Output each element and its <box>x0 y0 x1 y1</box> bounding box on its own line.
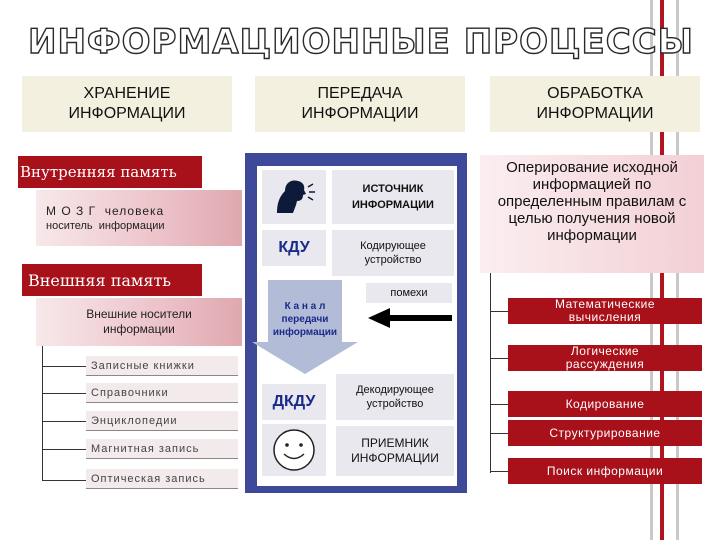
tree-branch <box>42 421 86 422</box>
storage-item: Энциклопедии <box>86 411 238 431</box>
page-title: ИНФОРМАЦИОННЫЕ ПРОЦЕССЫ <box>27 21 694 62</box>
tree-branch <box>490 311 508 312</box>
brain-label: М О З Г человека <box>46 204 165 218</box>
tree-branch <box>490 358 508 359</box>
processing-item: Математические вычисления <box>508 298 702 324</box>
external-carriers-box: Внешние носители информации <box>36 298 242 346</box>
tree-branch <box>42 449 86 450</box>
internal-memory-box: Внутренняя память <box>18 156 202 188</box>
storage-item: Оптическая запись <box>86 469 238 489</box>
smiley-icon <box>273 429 315 471</box>
encoder-box: Кодирующее устройство <box>332 230 454 276</box>
tree-branch <box>42 393 86 394</box>
processing-item: Структурирование <box>508 420 702 446</box>
decoder-box: Декодирующее устройство <box>336 374 454 420</box>
receiver-face-icon <box>262 424 326 476</box>
processing-item: Поиск информации <box>508 458 702 484</box>
receiver-box: ПРИЕМНИК ИНФОРМАЦИИ <box>336 426 454 476</box>
processing-item: Кодирование <box>508 391 702 417</box>
processing-item: Логические рассуждения <box>508 345 702 371</box>
noise-label: помехи <box>366 283 452 303</box>
processing-definition: Оперирование исходной информацией по опр… <box>480 155 704 273</box>
column-header-storage: ХРАНЕНИЕ ИНФОРМАЦИИ <box>22 76 232 132</box>
brain-box: М О З Г человека носитель информации <box>36 190 242 246</box>
tree-line <box>42 346 43 481</box>
speaker-icon <box>262 170 326 224</box>
kdu-box: КДУ <box>262 230 326 266</box>
dkdu-box: ДКДУ <box>262 384 326 420</box>
storage-item: Магнитная запись <box>86 439 238 459</box>
tree-branch <box>490 471 508 472</box>
speaker-head-icon <box>277 180 315 213</box>
tree-branch <box>490 433 508 434</box>
channel-label: К а н а л передачи информации <box>272 301 338 338</box>
storage-item: Записные книжки <box>86 356 238 376</box>
brain-caption: носитель информации <box>46 220 165 232</box>
source-box: ИСТОЧНИК ИНФОРМАЦИИ <box>332 170 454 224</box>
tree-line <box>490 273 491 473</box>
tree-branch <box>42 480 86 481</box>
tree-branch <box>490 404 508 405</box>
storage-item: Справочники <box>86 383 238 403</box>
channel-arrow-icon <box>252 280 358 374</box>
column-header-transfer: ПЕРЕДАЧА ИНФОРМАЦИИ <box>255 76 465 132</box>
noise-arrow-icon <box>368 308 452 328</box>
external-memory-box: Внешняя память <box>22 264 202 296</box>
column-header-processing: ОБРАБОТКА ИНФОРМАЦИИ <box>490 76 700 132</box>
tree-branch <box>42 366 86 367</box>
